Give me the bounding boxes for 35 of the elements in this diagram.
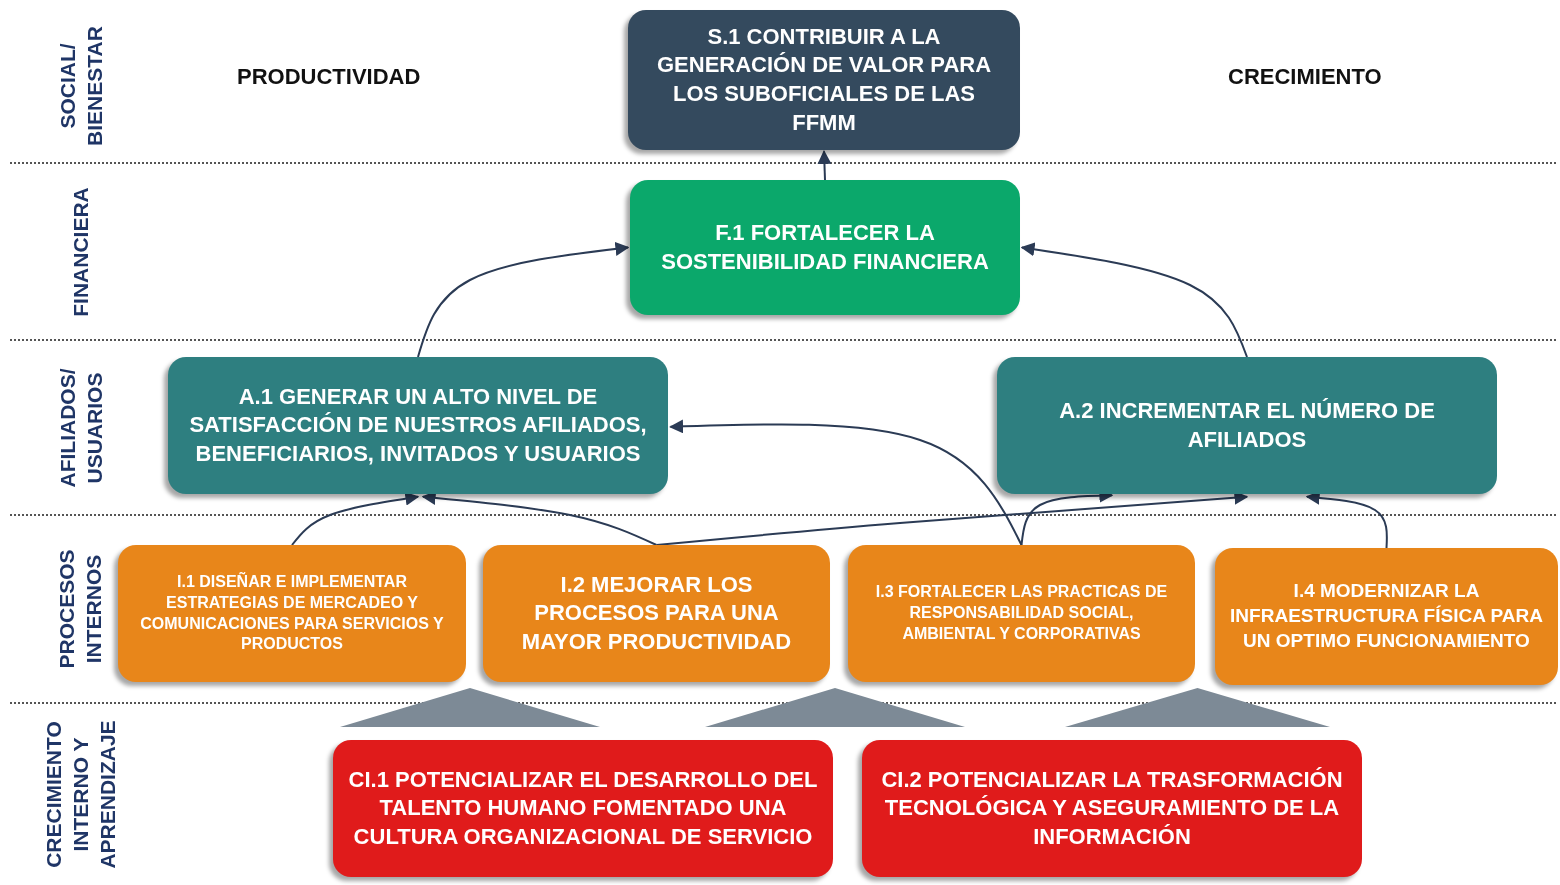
arrow <box>417 242 630 358</box>
lane-label: PROCESOS INTERNOS <box>53 548 106 671</box>
objective-text: I.3 FORTALECER LAS PRACTICAS DE RESPONSABILIDAD SOCIAL, AMBIENTAL Y CORPORATIVAS <box>874 582 1169 644</box>
arrow <box>817 150 832 181</box>
support-triangle <box>1065 688 1330 727</box>
lane-label: FINANCIERA <box>67 185 93 319</box>
arrow <box>669 419 1023 546</box>
objective-text: F.1 FORTALECER LA SOSTENIBILIDAD FINANCIERA <box>660 218 990 276</box>
objective-box <box>628 10 1020 150</box>
objective-box <box>1215 548 1558 685</box>
arrow <box>291 491 420 546</box>
objective-text: CI.1 POTENCIALIZAR EL DESARROLLO DEL TALENTO HUMANO FOMENTADO UNA CULTURA ORGANIZACIONAL DE SERVICIO <box>347 765 819 851</box>
objective-text: A.1 GENERAR UN ALTO NIVEL DE SATISFACCIÓN DE NUESTROS AFILIADOS, BENEFICIARIOS, INVITADOS Y USUARIOS <box>188 382 648 468</box>
objective-text: I.4 MODERNIZAR LA INFRAESTRUCTURA FÍSICA PARA UN OPTIMO FUNCIONAMIENTO <box>1229 579 1544 653</box>
column-heading: CRECIMIENTO <box>1228 64 1382 90</box>
objective-box <box>168 357 668 494</box>
objective-text: A.2 INCREMENTAR EL NÚMERO DE AFILIADOS <box>1058 396 1436 454</box>
objective-box <box>848 545 1195 682</box>
column-heading: PRODUCTIVIDAD <box>237 64 421 90</box>
objective-box <box>118 545 466 682</box>
objective-text: I.2 MEJORAR LOS PROCESOS PARA UNA MAYOR PRODUCTIVIDAD <box>520 570 793 656</box>
lane-label: SOCIAL/ BIENESTAR <box>53 24 106 148</box>
objective-text: S.1 CONTRIBUIR A LA GENERACIÓN DE VALOR PARA LOS SUBOFICIALES DE LAS FFMM <box>655 22 993 137</box>
objective-text: I.1 DISEÑAR E IMPLEMENTAR ESTRATEGIAS DE MERCADEO Y COMUNICACIONES PARA SERVICIOS Y PRODUCTOS <box>139 571 445 655</box>
objective-box <box>997 357 1497 494</box>
objective-box <box>630 180 1020 315</box>
support-triangle <box>340 688 600 727</box>
objective-text: CI.2 POTENCIALIZAR LA TRASFORMACIÓN TECNOLÓGICA Y ASEGURAMIENTO DE LA INFORMACIÓN <box>880 765 1344 851</box>
objective-box <box>333 740 833 877</box>
support-triangle <box>705 688 965 727</box>
arrow <box>1020 242 1248 358</box>
objective-box <box>862 740 1362 877</box>
objective-box <box>483 545 830 682</box>
lane-label: CRECIMIENTO INTERNO Y APRENDIZAJE <box>40 718 120 871</box>
lane-label: AFILIADOS/ USUARIOS <box>53 367 106 489</box>
